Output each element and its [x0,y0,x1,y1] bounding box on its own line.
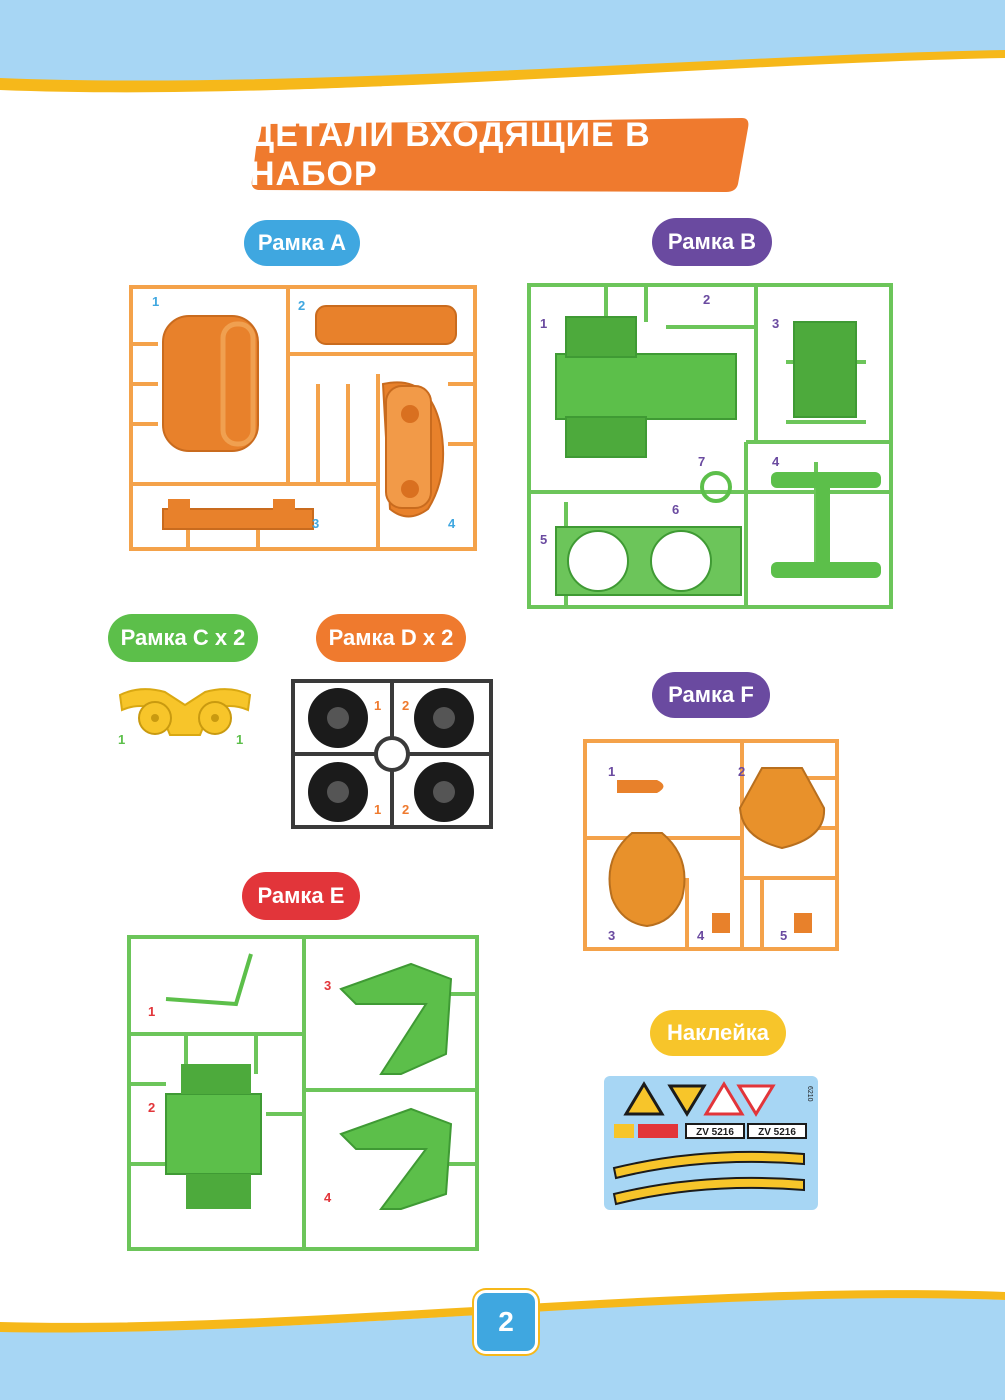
frame-c-number-1: 1 [118,732,125,747]
frame-e-sprue: 1 2 3 4 [127,935,479,1251]
page-number: 2 [474,1290,538,1354]
frame-e-number-4: 4 [324,1190,332,1205]
frame-a-sprue: 1 2 3 4 [129,285,477,551]
frame-e-number-3: 3 [324,978,331,993]
frame-e-label: Рамка E [242,872,360,920]
frame-a-number-2: 2 [298,298,305,313]
frame-e-number-2: 2 [148,1100,155,1115]
plate-text-2: ZV 5216 [758,1127,796,1138]
sticker-label: Наклейка [650,1010,786,1056]
frame-d-number-3: 1 [374,802,381,817]
frame-d-number-1: 1 [374,698,381,713]
frame-b-number-3: 3 [772,316,779,331]
frame-f-number-3: 3 [608,928,615,943]
plate-text-1: ZV 5216 [696,1127,734,1138]
frame-b-sprue: 1 2 3 4 5 6 7 [527,283,893,609]
frame-b-number-2: 2 [703,292,710,307]
sticker-side-code: 6210 [806,1086,813,1102]
frame-d-sprue: 1 2 1 2 [291,679,493,829]
frame-b-number-4: 4 [772,454,780,469]
frame-f-label: Рамка F [652,672,770,718]
frame-d-number-4: 2 [402,802,409,817]
frame-f-number-2: 2 [738,764,745,779]
frame-c-sprue: 1 1 [118,688,252,747]
frame-a-number-4: 4 [448,516,456,531]
title-banner [251,118,749,192]
page-title: ДЕТАЛИ ВХОДЯЩИЕ В НАБОР [250,116,651,193]
sticker-sheet: ZV 5216 ZV 5216 6210 [604,1076,818,1210]
frame-b-number-6: 6 [672,502,679,517]
frame-a-label: Рамка А [244,220,360,266]
frame-f-number-1: 1 [608,764,615,779]
frame-f-number-5: 5 [780,928,787,943]
frame-b-number-1: 1 [540,316,547,331]
frame-b-label: Рамка В [652,218,772,266]
frame-e-number-1: 1 [148,1004,155,1019]
frame-a-number-1: 1 [152,294,159,309]
frame-f-sprue: 1 2 3 4 5 [583,739,839,951]
frame-c-number-2: 1 [236,732,243,747]
frame-d-number-2: 2 [402,698,409,713]
frame-d-label: Рамка D x 2 [316,614,466,662]
frame-f-number-4: 4 [697,928,705,943]
frame-a-number-3: 3 [312,516,319,531]
frame-b-number-5: 5 [540,532,547,547]
frame-b-number-7: 7 [698,454,705,469]
frame-c-label: Рамка C x 2 [108,614,258,662]
